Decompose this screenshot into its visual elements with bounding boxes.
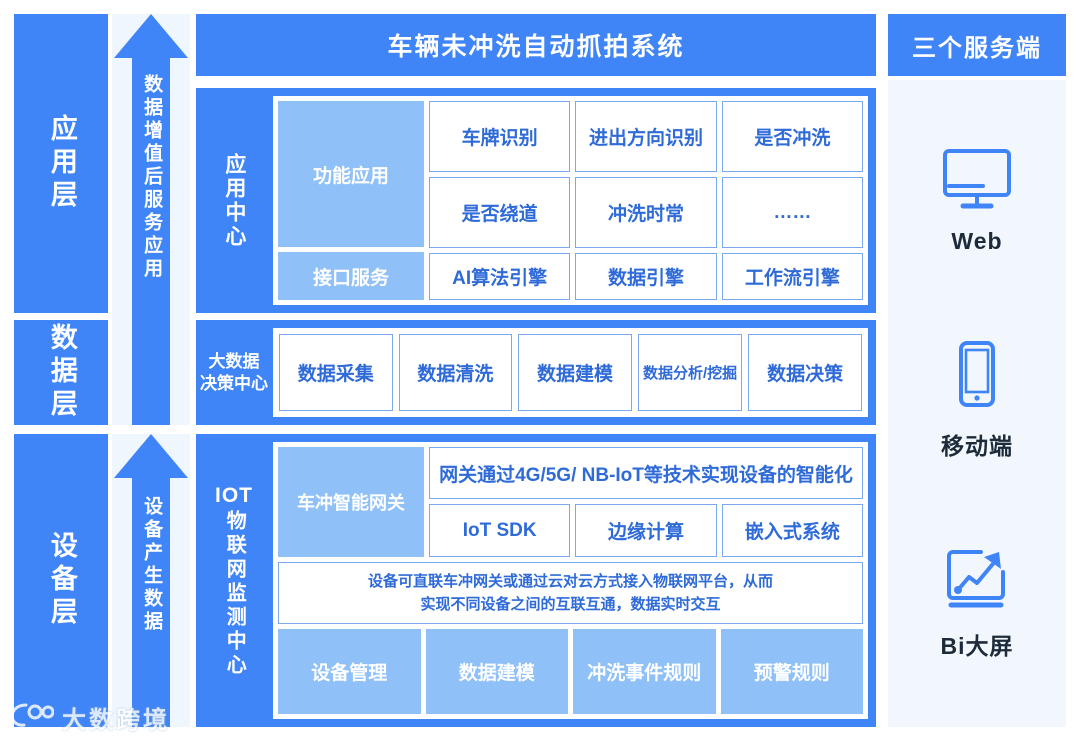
- application-center-body: 功能应用 接口服务 车牌识别 进出方向识别 是否冲洗 是否绕道 冲洗时常 ……: [272, 95, 869, 306]
- monitor-icon: [941, 147, 1013, 218]
- layer-data: 数据层: [14, 320, 108, 425]
- data-center-label-wrap: 大数据 决策中心: [196, 320, 272, 425]
- gateway-right-column: 网关通过4G/5G/ NB-IoT等技术实现设备的智能化 IoT SDK 边缘计…: [429, 447, 863, 557]
- function-plate-recognition[interactable]: 车牌识别: [429, 101, 571, 172]
- layer-application-label: 应用层: [46, 114, 77, 213]
- watermark: 大数跨境: [10, 700, 170, 735]
- arrow-up-device-label: 设备产生数据: [141, 496, 163, 634]
- function-row-1: 车牌识别 进出方向识别 是否冲洗: [429, 101, 863, 172]
- tech-edge-computing[interactable]: 边缘计算: [575, 504, 717, 557]
- chart-screen-icon: [941, 546, 1013, 617]
- service-bi-screen[interactable]: Bi大屏: [941, 546, 1014, 661]
- application-grid: 功能应用 接口服务 车牌识别 进出方向识别 是否冲洗 是否绕道 冲洗时常 ……: [273, 96, 868, 305]
- data-center-grid: 数据采集 数据清洗 数据建模 数据分析/挖掘 数据决策: [273, 328, 868, 417]
- application-center-label-wrap: 应用中心: [196, 88, 272, 313]
- gateway-label[interactable]: 车冲智能网关: [278, 447, 424, 557]
- arrow-up-value: [112, 14, 190, 425]
- arrow-up-device-label-wrap: 设备产生数据: [112, 496, 190, 721]
- function-direction-recognition[interactable]: 进出方向识别: [575, 101, 717, 172]
- function-more-ellipsis[interactable]: ……: [721, 177, 863, 248]
- iot-center-label-head: IOT: [215, 483, 253, 507]
- arrow-up-value-label-wrap: 数据增值后服务应用: [112, 74, 190, 419]
- arrow-band-upper: 数据增值后服务应用: [112, 14, 190, 425]
- service-web-label: Web: [951, 227, 1003, 254]
- data-modeling-device[interactable]: 数据建模: [425, 629, 568, 714]
- service-ai-engine[interactable]: AI算法引擎: [429, 253, 571, 300]
- iot-note: 设备可直联车冲网关或通过云对云方式接入物联网平台，从而 实现不同设备之间的互联互…: [278, 562, 863, 624]
- layer-data-label: 数据层: [46, 323, 77, 422]
- group-interface-service[interactable]: 接口服务: [278, 252, 424, 300]
- iot-inner: 车冲智能网关 网关通过4G/5G/ NB-IoT等技术实现设备的智能化 IoT …: [273, 442, 868, 719]
- layer-application: 应用层: [14, 14, 108, 313]
- arrow-band-lower: 设备产生数据: [112, 434, 190, 727]
- device-management[interactable]: 设备管理: [278, 629, 421, 714]
- gateway-tech-row: IoT SDK 边缘计算 嵌入式系统: [429, 504, 863, 557]
- data-decision[interactable]: 数据决策: [748, 334, 862, 411]
- data-center-section: 大数据 决策中心 数据采集 数据清洗 数据建模 数据分析/挖掘 数据决策: [196, 320, 876, 425]
- service-mobile[interactable]: 移动端: [941, 340, 1013, 461]
- iot-center-label-vertical: 物联网监测中心: [223, 509, 246, 678]
- data-analysis-mining[interactable]: 数据分析/挖掘: [637, 334, 743, 411]
- function-washed-check[interactable]: 是否冲洗: [721, 101, 863, 172]
- wash-event-rules[interactable]: 冲洗事件规则: [573, 629, 716, 714]
- application-center-label: 应用中心: [222, 152, 246, 249]
- iot-gateway-row: 车冲智能网关 网关通过4G/5G/ NB-IoT等技术实现设备的智能化 IoT …: [278, 447, 863, 557]
- function-row-2: 是否绕道 冲洗时常 ……: [429, 177, 863, 248]
- application-items-column: 车牌识别 进出方向识别 是否冲洗 是否绕道 冲洗时常 …… AI算法引擎 数据引…: [429, 101, 863, 300]
- application-center-section: 应用中心 功能应用 接口服务 车牌识别 进出方向识别 是否冲洗 是否绕道 冲洗时…: [196, 88, 876, 313]
- watermark-text: 大数跨境: [62, 707, 170, 734]
- tech-embedded-system[interactable]: 嵌入式系统: [721, 504, 863, 557]
- function-wash-duration[interactable]: 冲洗时常: [575, 177, 717, 248]
- service-row: AI算法引擎 数据引擎 工作流引擎: [429, 253, 863, 300]
- data-collection[interactable]: 数据采集: [279, 334, 393, 411]
- gateway-description: 网关通过4G/5G/ NB-IoT等技术实现设备的智能化: [429, 447, 863, 499]
- service-workflow-engine[interactable]: 工作流引擎: [721, 253, 863, 300]
- arrow-up-device: [112, 434, 190, 727]
- iot-center-label-wrap: IOT 物联网监测中心: [196, 434, 272, 727]
- iot-center-section: IOT 物联网监测中心 车冲智能网关 网关通过4G/5G/ NB-IoT等技术实…: [196, 434, 876, 727]
- service-web[interactable]: Web: [941, 147, 1013, 255]
- iot-bottom-row: 设备管理 数据建模 冲洗事件规则 预警规则: [278, 629, 863, 714]
- service-mobile-label: 移动端: [941, 432, 1013, 459]
- service-bi-label: Bi大屏: [940, 632, 1014, 659]
- iot-note-line2: 实现不同设备之间的互联互通，数据实时交互: [420, 596, 721, 613]
- system-title: 车辆未冲洗自动抓拍系统: [196, 14, 876, 76]
- data-center-label-line1: 大数据: [208, 352, 260, 372]
- data-modeling[interactable]: 数据建模: [518, 334, 632, 411]
- data-center-label-line2: 决策中心: [200, 373, 268, 393]
- arrow-up-value-label: 数据增值后服务应用: [141, 74, 163, 281]
- data-center-label: 大数据 决策中心: [200, 351, 268, 394]
- data-center-body: 数据采集 数据清洗 数据建模 数据分析/挖掘 数据决策: [272, 327, 869, 418]
- mobile-icon: [953, 340, 1001, 417]
- alert-rules[interactable]: 预警规则: [720, 629, 863, 714]
- function-detour-check[interactable]: 是否绕道: [429, 177, 571, 248]
- layer-device-label: 设备层: [46, 531, 77, 630]
- service-data-engine[interactable]: 数据引擎: [575, 253, 717, 300]
- services-title: 三个服务端: [888, 14, 1066, 76]
- group-function-apps[interactable]: 功能应用: [278, 101, 424, 247]
- layer-device: 设备层: [14, 434, 108, 727]
- iot-center-body: 车冲智能网关 网关通过4G/5G/ NB-IoT等技术实现设备的智能化 IoT …: [272, 441, 869, 720]
- iot-note-line1: 设备可直联车冲网关或通过云对云方式接入物联网平台，从而: [367, 572, 773, 590]
- services-panel: Web 移动端 Bi大屏: [888, 80, 1066, 727]
- watermark-logo-icon: [10, 702, 55, 733]
- tech-iot-sdk[interactable]: IoT SDK: [429, 504, 571, 557]
- data-cleaning[interactable]: 数据清洗: [398, 334, 513, 411]
- application-group-column: 功能应用 接口服务: [278, 101, 424, 300]
